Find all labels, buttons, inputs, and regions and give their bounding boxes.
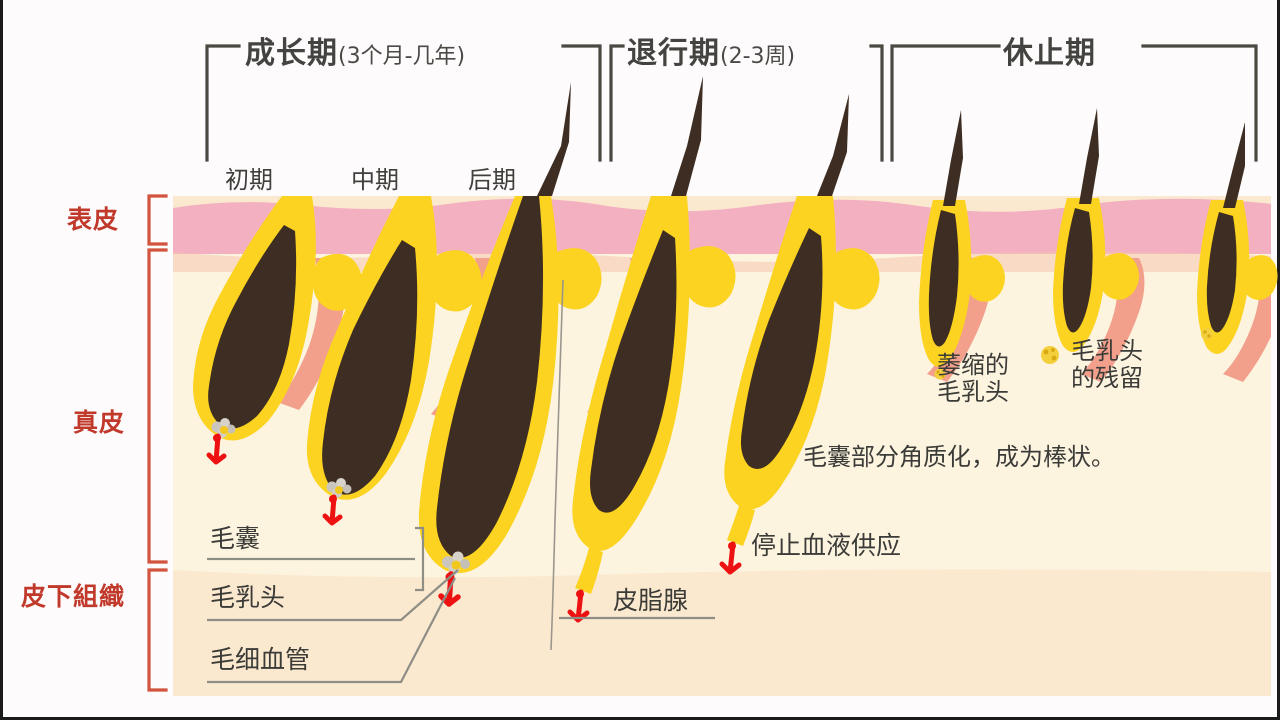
bracket-dermis bbox=[147, 248, 168, 564]
bracket-subcutis bbox=[147, 568, 168, 692]
phase-heading-catagen: 退行期(2-3周) bbox=[627, 28, 795, 72]
sebaceous-gland bbox=[965, 255, 1005, 302]
club-hair bbox=[1206, 212, 1237, 333]
bracket-catagen-left bbox=[609, 44, 625, 162]
hair-club bbox=[590, 230, 677, 513]
club-hair bbox=[928, 210, 959, 347]
sebaceous-gland bbox=[429, 250, 482, 312]
dermal-papilla bbox=[211, 418, 236, 438]
capillary-head bbox=[728, 542, 736, 550]
hair-shaft bbox=[817, 94, 849, 196]
hair-club bbox=[740, 228, 823, 469]
substage-label-early: 初期 bbox=[225, 166, 273, 194]
callout-atrophied-papilla: 萎缩的 毛乳头 bbox=[937, 351, 1009, 407]
callout-blood-supply-stopped: 停止血液供应 bbox=[751, 531, 902, 560]
follicle-anagen-mid bbox=[306, 196, 482, 526]
follicle-tail bbox=[727, 506, 755, 546]
phase-name: 成长期 bbox=[245, 36, 338, 71]
dermal-papilla bbox=[442, 551, 470, 575]
bracket-telogen-left bbox=[890, 44, 1001, 162]
bracket-anagen-right bbox=[561, 44, 602, 162]
callout-capillary: 毛细血管 bbox=[210, 645, 311, 674]
sebaceous-gland bbox=[312, 253, 363, 311]
sebaceous-gland bbox=[827, 248, 880, 310]
hair-bulb bbox=[322, 240, 418, 495]
phase-duration: (2-3周) bbox=[720, 44, 796, 69]
sebaceous-gland bbox=[1099, 253, 1139, 300]
bracket-telogen-right bbox=[1141, 44, 1258, 162]
phase-brackets bbox=[205, 44, 1258, 162]
skin-layer-label-subcutis: 皮下組織 bbox=[21, 582, 126, 611]
hair-cycle-illustration bbox=[147, 44, 1278, 696]
callout-line-2: 毛乳头 bbox=[937, 378, 1009, 407]
follicle-telogen-1 bbox=[919, 110, 1005, 380]
callout-line-1: 萎缩的 bbox=[937, 351, 1009, 379]
note-keratinization: 毛囊部分角质化，成为棒状。 bbox=[803, 443, 1115, 471]
follicle-anagen-early bbox=[193, 196, 363, 465]
phase-duration: (3个月-几年) bbox=[338, 44, 466, 69]
skin-layer-label-epidermis: 表皮 bbox=[67, 205, 120, 234]
bracket-epidermis bbox=[147, 194, 168, 246]
follicle-telogen-2 bbox=[1041, 108, 1139, 364]
hair-shaft bbox=[389, 244, 400, 268]
phase-heading-telogen: 休止期 bbox=[1003, 28, 1096, 72]
atrophied-papilla-dot bbox=[934, 368, 946, 380]
callout-sebaceous-gland: 皮脂腺 bbox=[613, 586, 689, 615]
papilla-remnant-dot bbox=[1041, 346, 1059, 364]
callout-leader-lines bbox=[207, 557, 715, 684]
hair-shaft bbox=[272, 228, 281, 247]
leader-papilla bbox=[207, 569, 459, 622]
callout-hair-follicle: 毛囊 bbox=[210, 524, 261, 553]
follicle-telogen-3 bbox=[1197, 122, 1278, 354]
club-hair bbox=[1062, 208, 1093, 333]
substage-label-late: 后期 bbox=[468, 166, 516, 194]
phase-name: 退行期 bbox=[627, 36, 720, 71]
follicle-tail bbox=[575, 548, 603, 594]
skin-layer-brackets bbox=[147, 194, 168, 692]
leader-capillary bbox=[207, 577, 456, 684]
follicle-anagen-late bbox=[418, 82, 602, 607]
skin-layer-label-dermis: 真皮 bbox=[73, 408, 126, 437]
callout-line-2: 的残留 bbox=[1071, 364, 1143, 393]
callout-dermal-papilla: 毛乳头 bbox=[210, 583, 286, 612]
epidermis-layer bbox=[173, 198, 1271, 254]
phase-name: 休止期 bbox=[1003, 36, 1096, 71]
hair-shaft bbox=[671, 76, 703, 196]
hair-bulb bbox=[208, 225, 297, 429]
callout-line-1: 毛乳头 bbox=[1071, 337, 1143, 365]
hair-bulb bbox=[436, 196, 544, 558]
hair-shaft bbox=[943, 110, 963, 206]
phase-heading-anagen: 成长期(3个月-几年) bbox=[245, 28, 465, 72]
capillary-head bbox=[576, 590, 584, 598]
capillary-head bbox=[213, 434, 221, 442]
inner-root-sheath-thread bbox=[550, 279, 564, 651]
capillary-head bbox=[329, 495, 337, 503]
follicle-catagen-2 bbox=[719, 94, 880, 575]
hair-shaft bbox=[537, 82, 571, 196]
bracket-anagen-left bbox=[205, 44, 241, 162]
hair-shaft bbox=[1223, 122, 1245, 208]
sebaceous-gland bbox=[1241, 255, 1278, 300]
substage-label-mid: 中期 bbox=[351, 166, 399, 194]
hair-shaft bbox=[1079, 108, 1099, 204]
callout-papilla-remnant: 毛乳头 的残留 bbox=[1071, 337, 1143, 393]
bracket-catagen-right bbox=[869, 44, 884, 162]
follicle-region-bracket bbox=[415, 526, 425, 592]
sebaceous-gland bbox=[683, 246, 736, 308]
papilla-remnant-dot-small bbox=[1201, 328, 1213, 340]
